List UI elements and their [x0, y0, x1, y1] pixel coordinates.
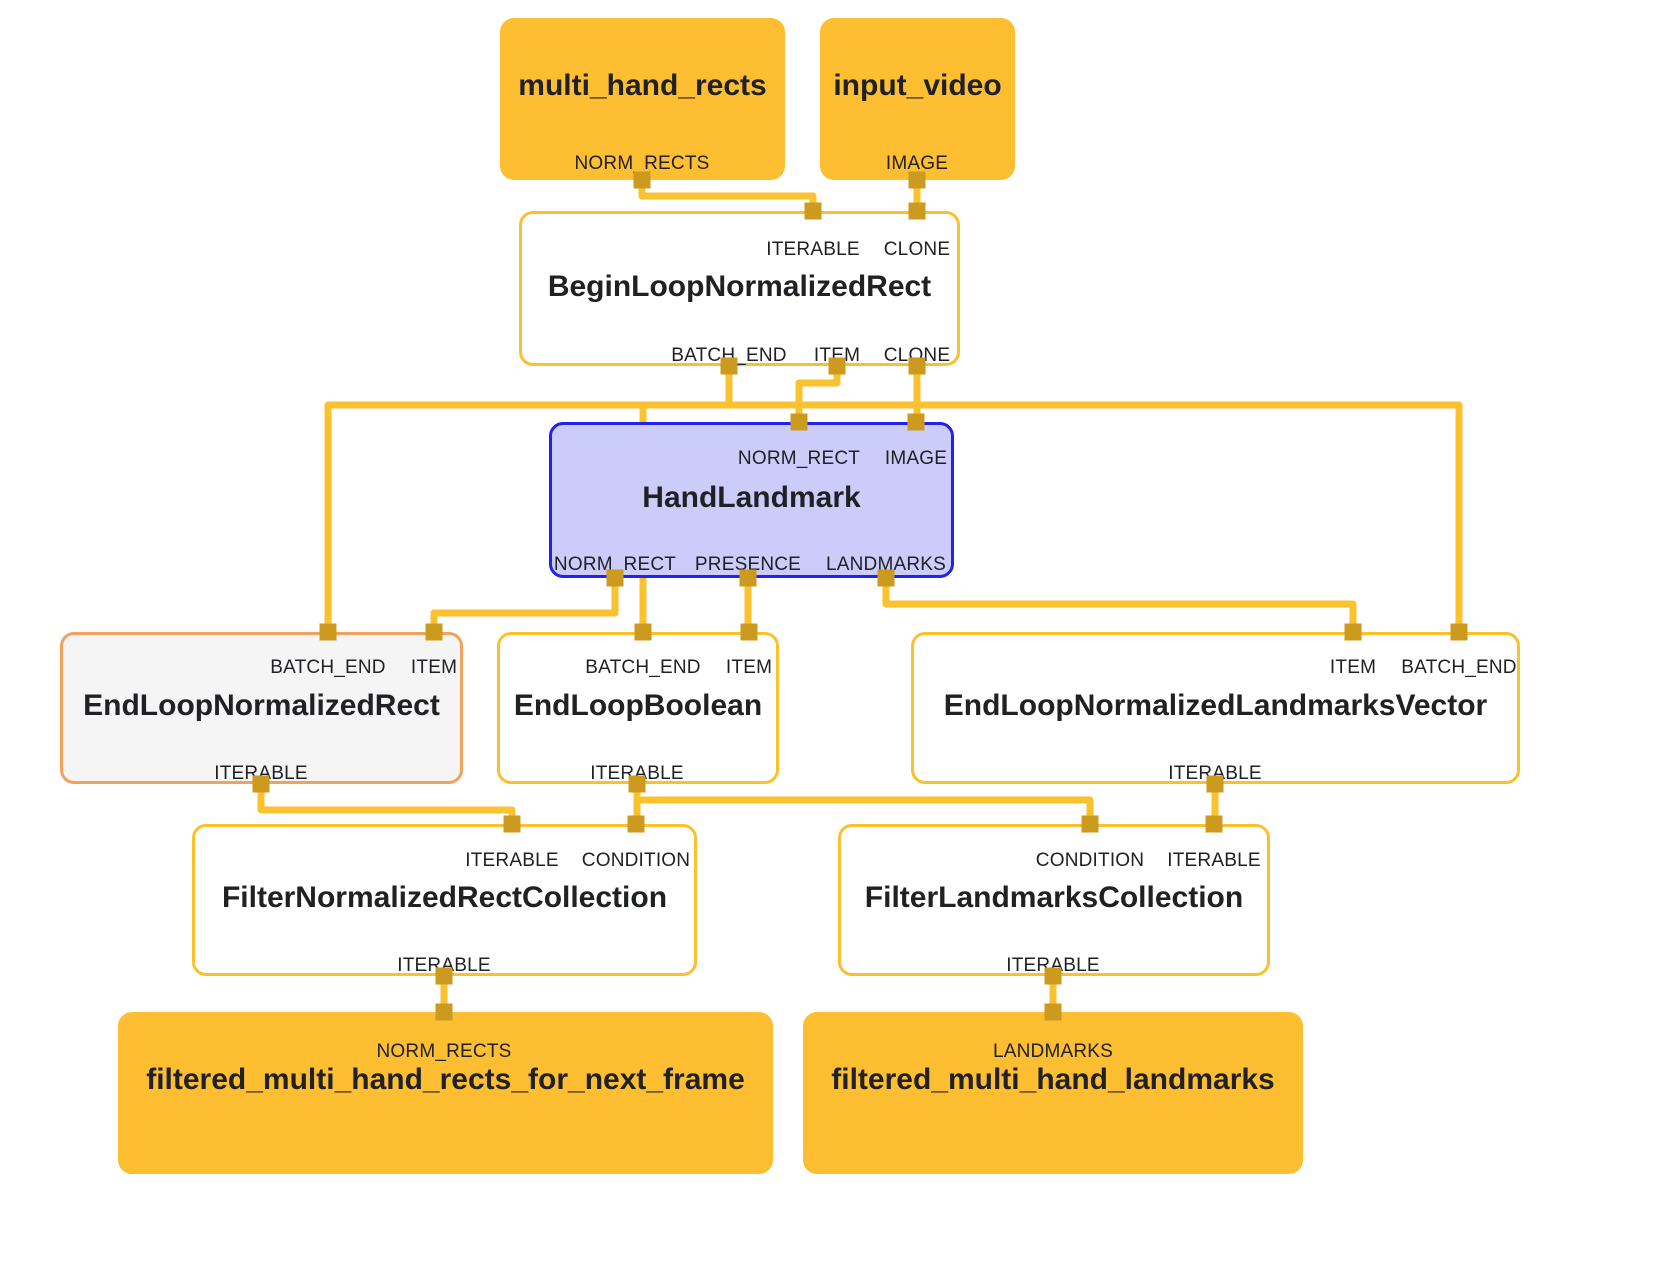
output-port-label-BeginLoopNormalizedRect-batch_end: BATCH_END	[671, 345, 787, 366]
output-port-label-EndLoopNormalizedLandmarksVector-iterable: ITERABLE	[1168, 763, 1262, 784]
output-port-BeginLoopNormalizedRect-item[interactable]	[828, 357, 846, 375]
input-port-HandLandmark-image[interactable]	[907, 413, 925, 431]
input-port-label-EndLoopNormalizedRect-item: ITEM	[410, 657, 458, 678]
input-port-filtered_multi_hand_landmarks-landmarks[interactable]	[1044, 1003, 1062, 1021]
input-port-label-filtered_multi_hand_landmarks-landmarks: LANDMARKS	[992, 1041, 1114, 1062]
input-port-filtered_multi_hand_rects_for_next_frame-norm_rects[interactable]	[435, 1003, 453, 1021]
output-port-label-multi_hand_rects-norm_rects: NORM_RECTS	[574, 153, 710, 174]
input-port-EndLoopNormalizedRect-item[interactable]	[425, 623, 443, 641]
node-filtered_multi_hand_landmarks[interactable]: filtered_multi_hand_landmarks	[803, 1012, 1303, 1174]
input-port-label-filtered_multi_hand_rects_for_next_frame-norm_rects: NORM_RECTS	[376, 1041, 512, 1062]
output-port-label-HandLandmark-landmarks: LANDMARKS	[825, 554, 947, 575]
output-port-BeginLoopNormalizedRect-batch_end[interactable]	[720, 357, 738, 375]
input-port-label-EndLoopNormalizedLandmarksVector-item: ITEM	[1329, 657, 1377, 678]
node-EndLoopBoolean[interactable]: EndLoopBoolean	[497, 632, 779, 784]
node-title-filtered_multi_hand_landmarks: filtered_multi_hand_landmarks	[831, 1063, 1275, 1096]
output-port-label-BeginLoopNormalizedRect-clone: CLONE	[883, 345, 951, 366]
input-port-label-EndLoopBoolean-batch_end: BATCH_END	[585, 657, 701, 678]
input-port-label-FilterLandmarksCollection-condition: CONDITION	[1035, 850, 1145, 871]
input-port-label-FilterNormalizedRectCollection-iterable: ITERABLE	[465, 850, 559, 871]
input-port-EndLoopNormalizedLandmarksVector-item[interactable]	[1344, 623, 1362, 641]
node-title-BeginLoopNormalizedRect: BeginLoopNormalizedRect	[547, 269, 932, 303]
input-port-FilterNormalizedRectCollection-iterable[interactable]	[503, 815, 521, 833]
input-port-label-EndLoopBoolean-item: ITEM	[725, 657, 773, 678]
node-multi_hand_rects[interactable]: multi_hand_rects	[500, 18, 785, 180]
output-port-EndLoopNormalizedLandmarksVector-iterable[interactable]	[1206, 775, 1224, 793]
edge-beginloop-batchend-to-endlooprect	[324, 367, 733, 633]
input-port-EndLoopNormalizedRect-batch_end[interactable]	[319, 623, 337, 641]
input-port-BeginLoopNormalizedRect-clone[interactable]	[908, 202, 926, 220]
node-HandLandmark[interactable]: HandLandmark	[549, 422, 954, 578]
node-title-HandLandmark: HandLandmark	[642, 481, 861, 514]
output-port-label-input_video-image: IMAGE	[885, 153, 949, 174]
output-port-EndLoopNormalizedRect-iterable[interactable]	[252, 775, 270, 793]
output-port-multi_hand_rects-norm_rects[interactable]	[633, 171, 651, 189]
input-port-label-FilterLandmarksCollection-iterable: ITERABLE	[1167, 850, 1261, 871]
node-EndLoopNormalizedRect[interactable]: EndLoopNormalizedRect	[60, 632, 463, 784]
node-title-input_video: input_video	[833, 69, 1002, 102]
edge-handlandmark-landmarks-to-endlooplandmarks-item	[882, 580, 1357, 633]
input-port-label-EndLoopNormalizedRect-batch_end: BATCH_END	[270, 657, 386, 678]
node-FilterLandmarksCollection[interactable]: FilterLandmarksCollection	[838, 824, 1270, 976]
input-port-EndLoopBoolean-batch_end[interactable]	[634, 623, 652, 641]
node-EndLoopNormalizedLandmarksVector[interactable]: EndLoopNormalizedLandmarksVector	[911, 632, 1520, 784]
node-title-EndLoopBoolean: EndLoopBoolean	[513, 689, 763, 722]
node-title-FilterLandmarksCollection: FilterLandmarksCollection	[864, 881, 1244, 914]
node-title-multi_hand_rects: multi_hand_rects	[518, 69, 767, 102]
edge-beginloop-batchend-to-endlooplandmarks	[729, 401, 1463, 633]
output-port-label-BeginLoopNormalizedRect-item: ITEM	[813, 345, 861, 366]
node-title-filtered_multi_hand_rects_for_next_frame: filtered_multi_hand_rects_for_next_frame	[146, 1063, 745, 1096]
input-port-label-BeginLoopNormalizedRect-iterable: ITERABLE	[766, 239, 860, 260]
node-FilterNormalizedRectCollection[interactable]: FilterNormalizedRectCollection	[192, 824, 697, 976]
input-port-FilterLandmarksCollection-condition[interactable]	[1081, 815, 1099, 833]
input-port-label-EndLoopNormalizedLandmarksVector-batch_end: BATCH_END	[1401, 657, 1517, 678]
output-port-BeginLoopNormalizedRect-clone[interactable]	[908, 357, 926, 375]
node-BeginLoopNormalizedRect[interactable]: BeginLoopNormalizedRect	[519, 211, 960, 366]
input-port-EndLoopNormalizedLandmarksVector-batch_end[interactable]	[1450, 623, 1468, 641]
node-title-FilterNormalizedRectCollection: FilterNormalizedRectCollection	[221, 881, 668, 914]
output-port-HandLandmark-landmarks[interactable]	[877, 569, 895, 587]
input-port-label-FilterNormalizedRectCollection-condition: CONDITION	[581, 850, 691, 871]
edge-multi_hand_rects-to-beginloop-iterable	[638, 179, 817, 212]
node-input_video[interactable]: input_video	[820, 18, 1015, 180]
node-title-EndLoopNormalizedRect: EndLoopNormalizedRect	[83, 689, 440, 722]
input-port-BeginLoopNormalizedRect-iterable[interactable]	[804, 202, 822, 220]
output-port-label-FilterLandmarksCollection-iterable: ITERABLE	[1006, 955, 1100, 976]
input-port-HandLandmark-norm_rect[interactable]	[790, 413, 808, 431]
input-port-FilterLandmarksCollection-iterable[interactable]	[1205, 815, 1223, 833]
output-port-label-EndLoopNormalizedRect-iterable: ITERABLE	[214, 763, 308, 784]
input-port-label-HandLandmark-image: IMAGE	[884, 448, 948, 469]
node-filtered_multi_hand_rects_for_next_frame[interactable]: filtered_multi_hand_rects_for_next_frame	[118, 1012, 773, 1174]
input-port-FilterNormalizedRectCollection-condition[interactable]	[627, 815, 645, 833]
input-port-label-HandLandmark-norm_rect: NORM_RECT	[737, 448, 861, 469]
input-port-label-BeginLoopNormalizedRect-clone: CLONE	[883, 239, 951, 260]
output-port-label-EndLoopBoolean-iterable: ITERABLE	[590, 763, 684, 784]
output-port-FilterLandmarksCollection-iterable[interactable]	[1044, 967, 1062, 985]
output-port-input_video-image[interactable]	[908, 171, 926, 189]
output-port-label-HandLandmark-presence: PRESENCE	[694, 554, 802, 575]
output-port-FilterNormalizedRectCollection-iterable[interactable]	[435, 967, 453, 985]
edge-endlooprect-iterable-to-filterrect-iterable	[257, 785, 516, 825]
output-port-HandLandmark-norm_rect[interactable]	[606, 569, 624, 587]
input-port-EndLoopBoolean-item[interactable]	[740, 623, 758, 641]
output-port-HandLandmark-presence[interactable]	[739, 569, 757, 587]
edge-handlandmark-normrect-to-endlooprect-item	[430, 580, 619, 633]
edge-endloopbool-iterable-to-filterlandmarks-condition	[637, 796, 1094, 825]
output-port-label-FilterNormalizedRectCollection-iterable: ITERABLE	[397, 955, 491, 976]
output-port-EndLoopBoolean-iterable[interactable]	[628, 775, 646, 793]
output-port-label-HandLandmark-norm_rect: NORM_RECT	[553, 554, 677, 575]
node-title-EndLoopNormalizedLandmarksVector: EndLoopNormalizedLandmarksVector	[943, 689, 1488, 722]
